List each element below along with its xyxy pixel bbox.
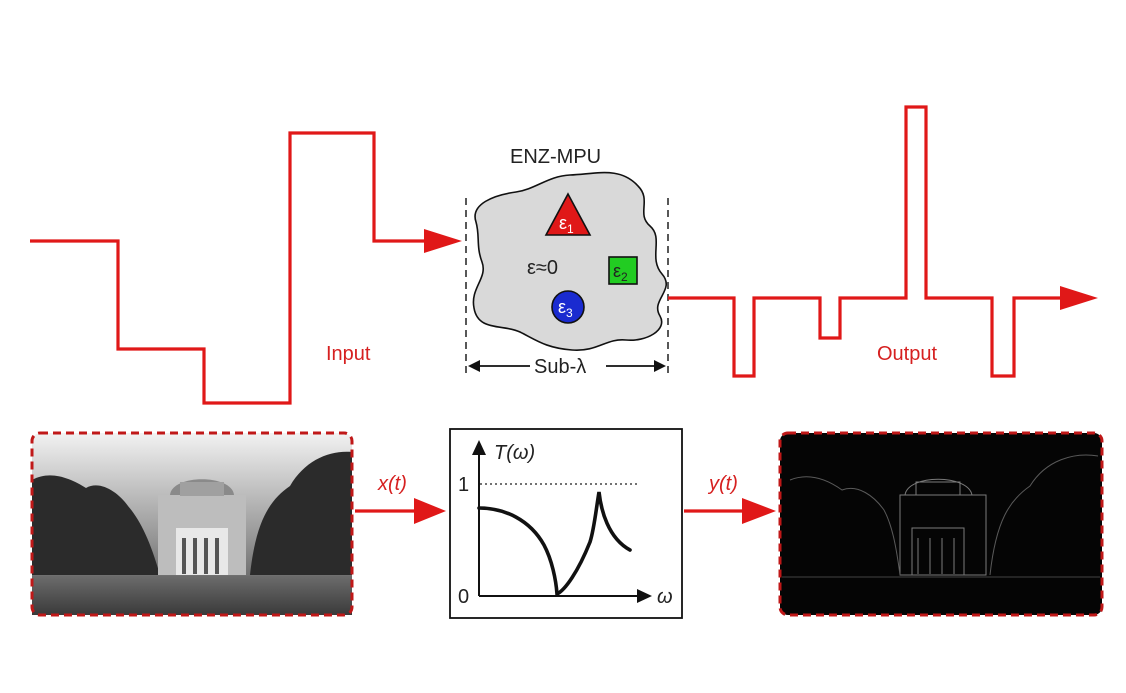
input-image-columns (182, 538, 219, 574)
eps2-subscript: 2 (621, 270, 628, 284)
eps1-subscript: 1 (567, 222, 574, 236)
output-arrowhead (1060, 286, 1098, 310)
input-signal (30, 131, 432, 405)
plot-y-arrowhead (472, 440, 486, 455)
size-label: Sub-λ (534, 356, 586, 378)
x-signal-label: x(t) (377, 473, 407, 495)
eps1-symbol: ε (559, 213, 567, 233)
eps3-subscript: 3 (566, 306, 573, 320)
eps3-circle (551, 290, 585, 324)
input-image-trees-left (32, 475, 160, 575)
y-arrowhead (742, 498, 776, 524)
output-image (778, 431, 1104, 617)
epsilon-zero-label: ε≈0 (527, 257, 558, 279)
enz-blob (472, 171, 668, 351)
size-arrowhead-right (654, 360, 666, 372)
output-label: Output (877, 343, 937, 365)
plot-tick-one: 1 (458, 474, 469, 496)
output-signal (668, 105, 1070, 378)
eps3-symbol: ε (558, 297, 566, 317)
plot-ylabel: T(ω) (494, 442, 535, 464)
eps2-square (608, 256, 638, 285)
plot-xlabel: ω (657, 586, 673, 608)
eps1-label: ε1 (559, 213, 574, 236)
plot-tick-zero: 0 (458, 586, 469, 608)
transmission-curve (477, 491, 632, 597)
eps2-label: ε2 (613, 261, 628, 284)
input-image-trees-right (250, 451, 352, 575)
output-image-edges (782, 454, 1100, 578)
eps3-label: ε3 (558, 297, 573, 320)
device-title: ENZ-MPU (510, 146, 601, 168)
input-arrowhead (424, 229, 462, 253)
input-label: Input (326, 343, 371, 365)
transfer-plot-box (449, 428, 683, 619)
input-image-drum (180, 482, 224, 496)
plot-x-arrowhead (637, 589, 652, 603)
size-arrowhead-left (468, 360, 480, 372)
input-image-ground (32, 576, 352, 615)
y-signal-label: y(t) (707, 473, 738, 495)
output-image-frame (778, 431, 1104, 617)
x-arrowhead (414, 498, 446, 524)
eps1-triangle (544, 192, 592, 236)
input-image (30, 431, 354, 617)
eps2-symbol: ε (613, 261, 621, 281)
